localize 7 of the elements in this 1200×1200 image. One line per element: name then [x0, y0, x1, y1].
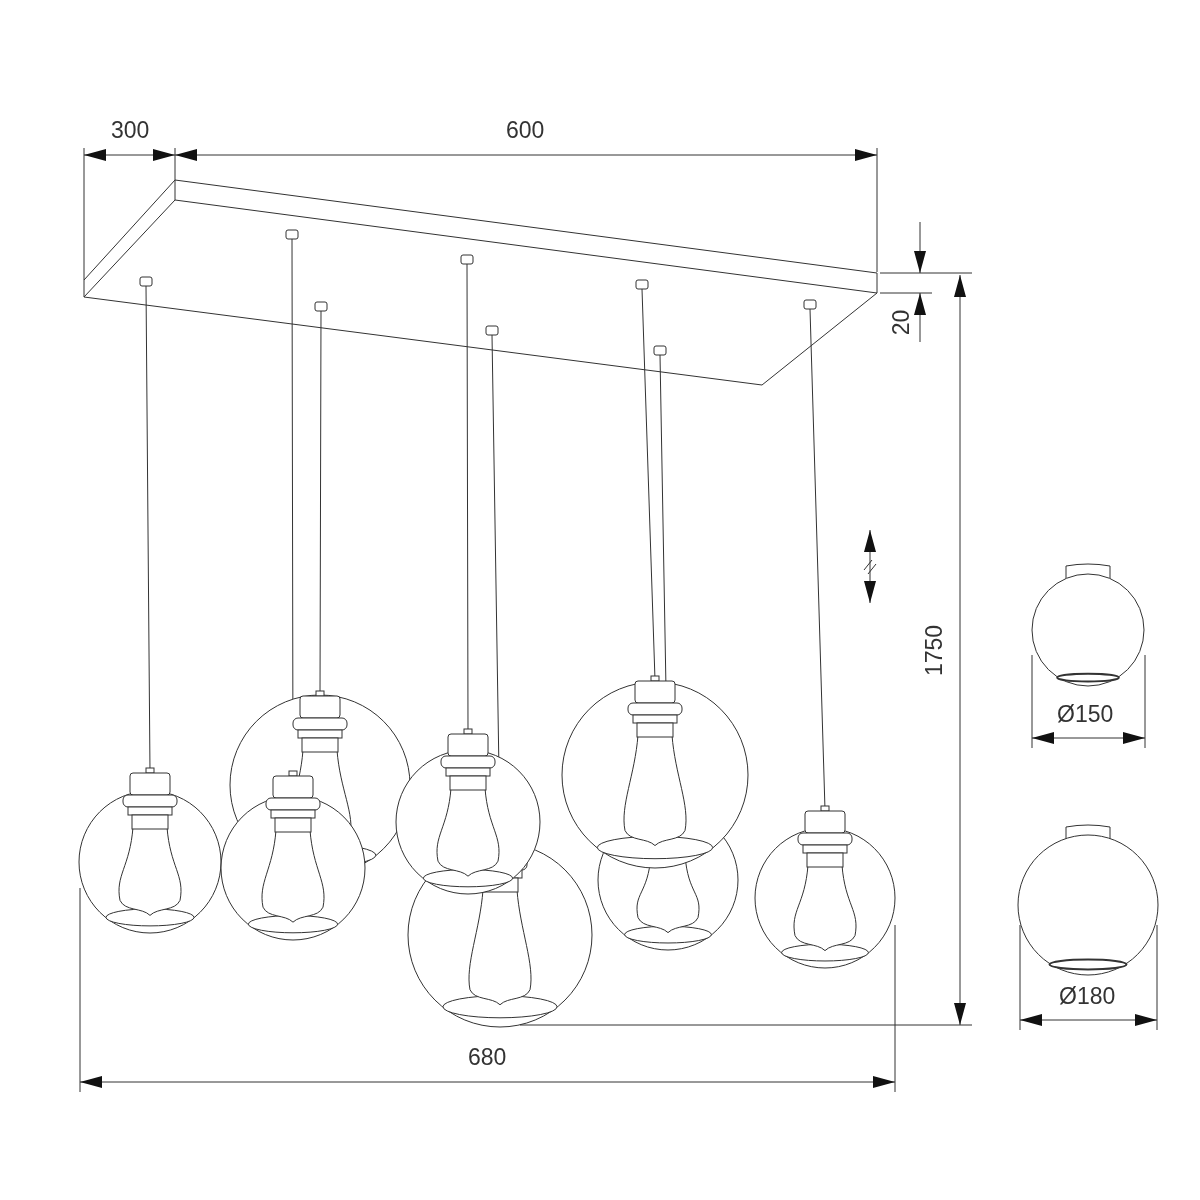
dimension-label: 1750 [922, 624, 946, 676]
dimension-label: 600 [506, 118, 545, 142]
dimension-label: 20 [890, 309, 914, 335]
dimension-label: 680 [468, 1045, 507, 1069]
dimension-label: 300 [111, 118, 150, 142]
dimension-label: Ø150 [1057, 702, 1114, 726]
dimension-label: Ø180 [1059, 984, 1116, 1008]
